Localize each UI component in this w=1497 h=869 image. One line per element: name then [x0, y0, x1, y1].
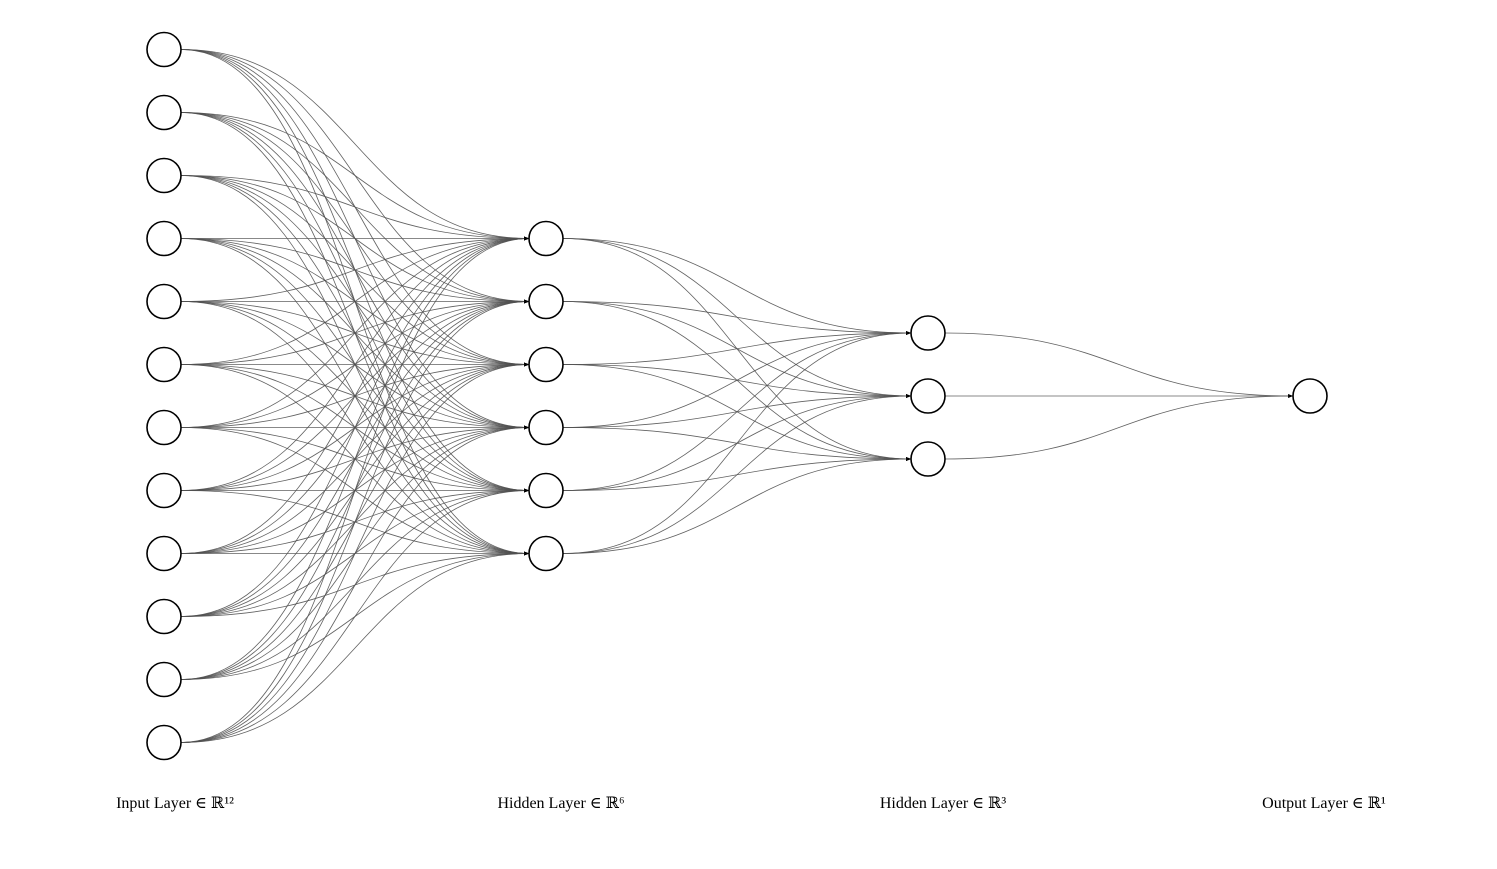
node-layer2-0 — [910, 315, 946, 351]
node-layer0-3 — [146, 220, 182, 257]
node-layer1-2 — [528, 346, 564, 383]
node-layer2-2 — [910, 441, 946, 477]
edge-l0-4-to-l1-0 — [180, 236, 530, 302]
node-layer1-1 — [528, 283, 564, 320]
node-layer3-0 — [1292, 378, 1328, 414]
edge-l1-5-to-l2-1 — [562, 394, 912, 554]
edge-l1-5-to-l2-2 — [562, 457, 912, 554]
layer-label-hidden-1: Hidden Layer ∈ ℝ⁶ — [497, 795, 625, 812]
node-layer0-9 — [146, 598, 182, 635]
edge-l0-9-to-l1-0 — [180, 236, 530, 617]
edge-l0-11-to-l1-4 — [180, 488, 530, 743]
node-layer0-1 — [146, 94, 182, 131]
node-layer0-5 — [146, 346, 182, 383]
edge-l1-5-to-l2-0 — [562, 331, 912, 554]
layer-label-input: Input Layer ∈ ℝ¹² — [116, 795, 234, 812]
edge-l0-7-to-l1-0 — [180, 236, 530, 491]
layer-label-output: Output Layer ∈ ℝ¹ — [1262, 795, 1386, 812]
edge-l1-3-to-l2-0 — [562, 331, 912, 428]
edge-l0-11-to-l1-5 — [180, 551, 530, 743]
edge-l0-6-to-l1-0 — [180, 236, 530, 428]
edge-l0-8-to-l1-0 — [180, 236, 530, 554]
edge-l0-11-to-l1-0 — [180, 236, 530, 743]
node-layer0-11 — [146, 724, 182, 761]
node-layer1-0 — [528, 220, 564, 257]
edge-l0-0-to-l1-0 — [180, 49, 530, 241]
node-layer0-2 — [146, 157, 182, 194]
edges-group — [180, 49, 1294, 743]
edge-l0-5-to-l1-0 — [180, 236, 530, 365]
edge-l1-4-to-l2-0 — [562, 331, 912, 491]
edge-l0-2-to-l1-0 — [180, 175, 530, 241]
node-layer0-4 — [146, 283, 182, 320]
node-layer0-6 — [146, 409, 182, 446]
edge-l2-2-to-l3-0 — [944, 394, 1294, 460]
edge-l0-10-to-l1-0 — [180, 236, 530, 680]
nodes-group — [146, 31, 1328, 761]
edge-l0-1-to-l1-0 — [180, 112, 530, 241]
node-layer0-7 — [146, 472, 182, 509]
node-layer0-0 — [146, 31, 182, 68]
layer-label-hidden-2: Hidden Layer ∈ ℝ³ — [879, 795, 1007, 812]
edge-l0-11-to-l1-1 — [180, 299, 530, 743]
node-layer0-8 — [146, 535, 182, 572]
edge-l1-1-to-l2-0 — [562, 301, 912, 335]
edge-l1-2-to-l2-0 — [562, 331, 912, 365]
edge-l0-11-to-l1-3 — [180, 425, 530, 743]
node-layer1-4 — [528, 472, 564, 509]
node-layer1-3 — [528, 409, 564, 446]
edge-l0-11-to-l1-2 — [180, 362, 530, 743]
edge-l1-0-to-l2-0 — [562, 238, 912, 335]
edge-l2-0-to-l3-0 — [944, 332, 1294, 398]
node-layer2-1 — [910, 378, 946, 414]
node-layer0-10 — [146, 661, 182, 698]
node-layer1-5 — [528, 535, 564, 572]
